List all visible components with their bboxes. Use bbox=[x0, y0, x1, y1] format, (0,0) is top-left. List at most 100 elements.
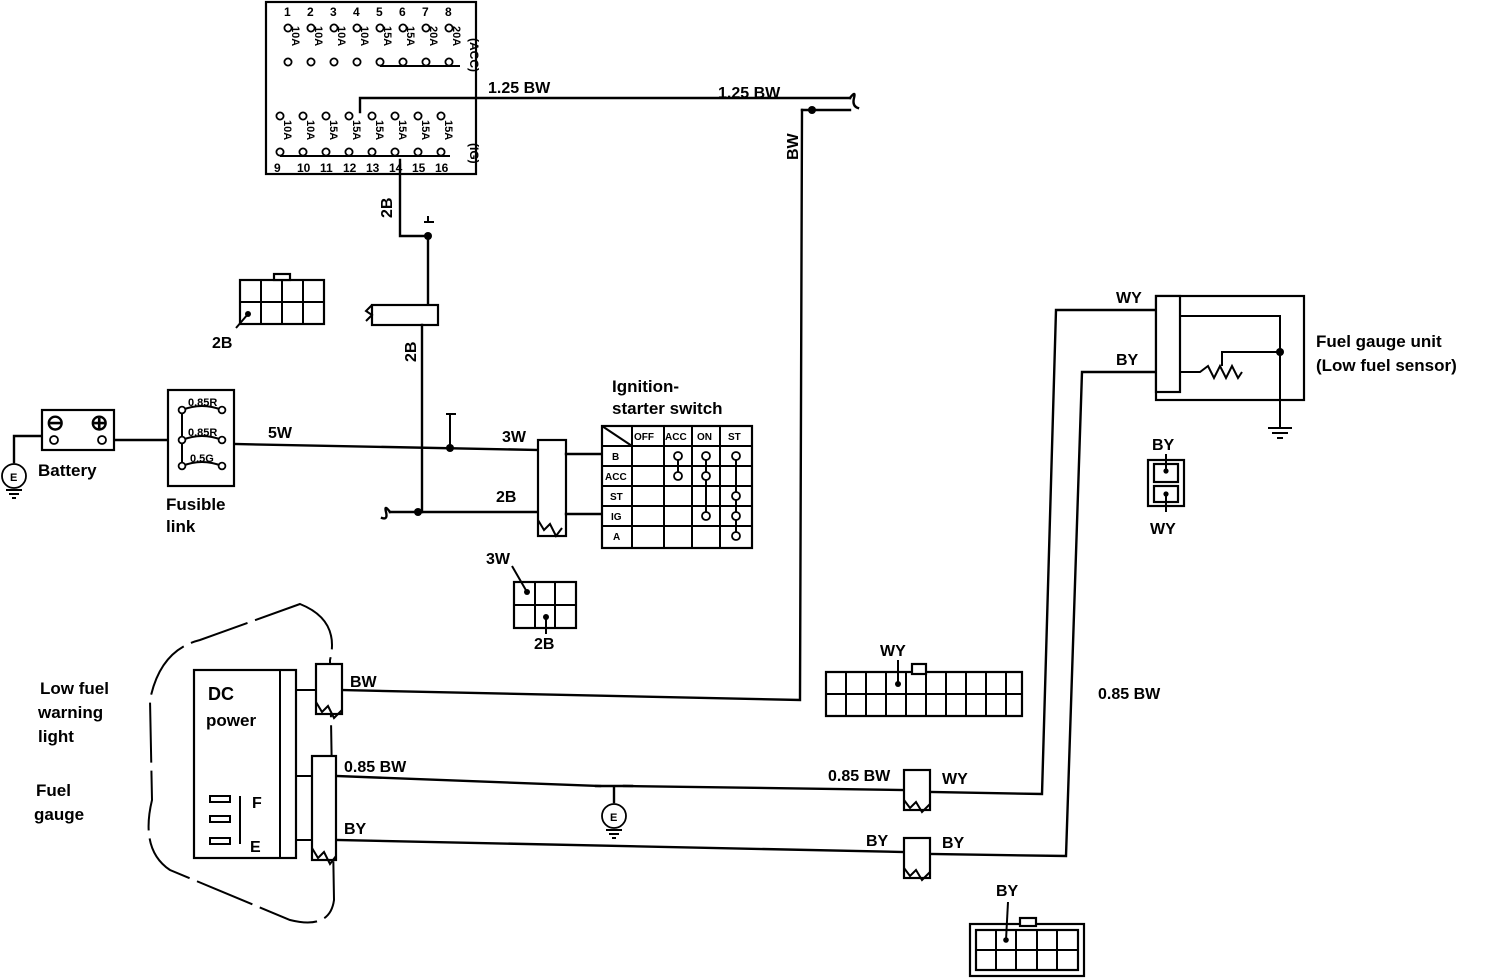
low-fuel-label-1: Low fuel bbox=[40, 679, 109, 698]
fuse-terminal bbox=[275, 111, 285, 121]
battery: ⊖ ⊕ E Battery bbox=[1, 408, 116, 499]
fuse-terminal bbox=[298, 111, 308, 121]
wire-5w-stub bbox=[446, 413, 456, 448]
fuel-unit-junction bbox=[1276, 348, 1284, 356]
low-fuel-label-3: light bbox=[38, 727, 74, 746]
fuse-terminal bbox=[344, 147, 354, 157]
meter-dc-2: power bbox=[206, 711, 256, 730]
ignition-table-diagonal bbox=[601, 425, 633, 447]
label-2b-mid: 2B bbox=[403, 342, 420, 362]
label-fuse-out-1: 1.25 BW bbox=[488, 80, 551, 97]
fuel-unit-label-1: Fuel gauge unit bbox=[1316, 332, 1442, 351]
fuse-rating: 10A bbox=[312, 26, 324, 46]
connector-2b-label-b: 2B bbox=[534, 636, 554, 653]
connector-by-bottom-latch bbox=[1018, 916, 1038, 928]
fusible-link: 0.85R 0.85R 0.5G Fusible link bbox=[166, 388, 236, 536]
fuel-unit-wiper bbox=[1221, 351, 1280, 366]
ignition-title-2: starter switch bbox=[612, 399, 723, 418]
meter-connector-top-break bbox=[315, 701, 343, 720]
wire-by-a bbox=[334, 838, 906, 854]
fuse-number: 12 bbox=[343, 161, 357, 175]
fusible-link-term-2a bbox=[177, 435, 187, 445]
ign-on-b bbox=[701, 451, 711, 461]
fuse-rating: 15A bbox=[442, 120, 454, 140]
ign-acc-acc bbox=[673, 471, 683, 481]
connector-wy-label: WY bbox=[880, 643, 906, 660]
fuse-rating: 10A bbox=[304, 120, 316, 140]
fuse-rating: 10A bbox=[358, 26, 370, 46]
label-3w: 3W bbox=[502, 429, 527, 446]
fuse-number: 7 bbox=[422, 5, 429, 19]
wire-break-left bbox=[380, 506, 392, 520]
battery-plus: ⊕ bbox=[90, 410, 108, 435]
meter-gauge-icon bbox=[209, 795, 241, 845]
fuse-rating: 20A bbox=[427, 26, 439, 46]
battery-ground-icon bbox=[6, 489, 22, 499]
connector-by-bottom-grid bbox=[976, 930, 1078, 970]
fuse-rating: 15A bbox=[381, 26, 393, 46]
fuse-terminal bbox=[421, 23, 431, 33]
wire-bw-vertical bbox=[338, 108, 804, 702]
ignition-title-1: Ignition- bbox=[612, 377, 679, 396]
battery-ground-label: E bbox=[10, 472, 17, 484]
ignition-row-st: ST bbox=[610, 492, 623, 503]
fuse-terminal bbox=[306, 23, 316, 33]
inline-connector-break bbox=[364, 304, 374, 322]
label-conn-wy: WY bbox=[942, 771, 968, 788]
fuse-number: 4 bbox=[353, 5, 360, 19]
connector-by-wy-face: BY WY bbox=[1146, 437, 1186, 538]
connector-2b-latch bbox=[272, 272, 292, 282]
meter-ground-symbol bbox=[601, 803, 627, 829]
wiring bbox=[12, 92, 1160, 882]
label-conn-085bw: 0.85 BW bbox=[828, 768, 891, 785]
fuse-output-wire bbox=[358, 96, 852, 114]
fuse-terminal bbox=[398, 57, 408, 67]
fuse-rating: 15A bbox=[396, 120, 408, 140]
fuse-number: 6 bbox=[399, 5, 406, 19]
fuse-terminal bbox=[306, 57, 316, 67]
wire-085bw-b bbox=[622, 784, 906, 792]
meter-dc-1: DC bbox=[208, 684, 234, 704]
switch-connector-break bbox=[537, 519, 563, 538]
connector-wy-face: WY bbox=[824, 643, 1024, 718]
label-right-085bw: 0.85 BW bbox=[1098, 686, 1161, 703]
ignition-col-acc: ACC bbox=[665, 432, 687, 443]
battery-terminal-plus bbox=[97, 435, 107, 445]
ign-acc-b bbox=[673, 451, 683, 461]
fuse-rating: 10A bbox=[289, 26, 301, 46]
fuse-terminal bbox=[321, 111, 331, 121]
fuse-terminal bbox=[329, 57, 339, 67]
fuse-group-ig: (IG) bbox=[467, 143, 481, 164]
fuse-terminal bbox=[298, 147, 308, 157]
label-unit-by: BY bbox=[1116, 352, 1139, 369]
fuse-rating: 15A bbox=[404, 26, 416, 46]
label-fuse-out-2: 1.25 BW bbox=[718, 85, 781, 102]
fuse-rating: 15A bbox=[327, 120, 339, 140]
fuel-unit-resistor bbox=[1180, 363, 1243, 381]
fuse-terminal bbox=[329, 23, 339, 33]
battery-terminal-minus bbox=[49, 435, 59, 445]
label-5w: 5W bbox=[268, 425, 293, 442]
battery-ground-symbol bbox=[1, 463, 27, 489]
connector-3w-2b-face: 3W 2B bbox=[486, 551, 578, 653]
fuse-terminal bbox=[352, 57, 362, 67]
fuse-rating: 15A bbox=[373, 120, 385, 140]
wire-break-right bbox=[848, 92, 860, 110]
fuse-number: 16 bbox=[435, 161, 449, 175]
fusible-link-term-1b bbox=[217, 405, 227, 415]
low-fuel-label-2: warning bbox=[37, 703, 103, 722]
fuse-number: 11 bbox=[320, 161, 333, 175]
ignition-col-off: OFF bbox=[634, 432, 654, 443]
fuse-terminal bbox=[283, 23, 293, 33]
fuse-terminal bbox=[413, 147, 423, 157]
fuse-terminal bbox=[398, 23, 408, 33]
meter-ground-icon bbox=[606, 829, 622, 839]
fuse-terminal bbox=[367, 111, 377, 121]
fuse-terminal bbox=[436, 147, 446, 157]
ignition-col-st: ST bbox=[728, 432, 741, 443]
connector-wy-label-b: WY bbox=[1150, 521, 1176, 538]
inline-connector bbox=[370, 303, 440, 327]
fuse-terminal bbox=[390, 147, 400, 157]
